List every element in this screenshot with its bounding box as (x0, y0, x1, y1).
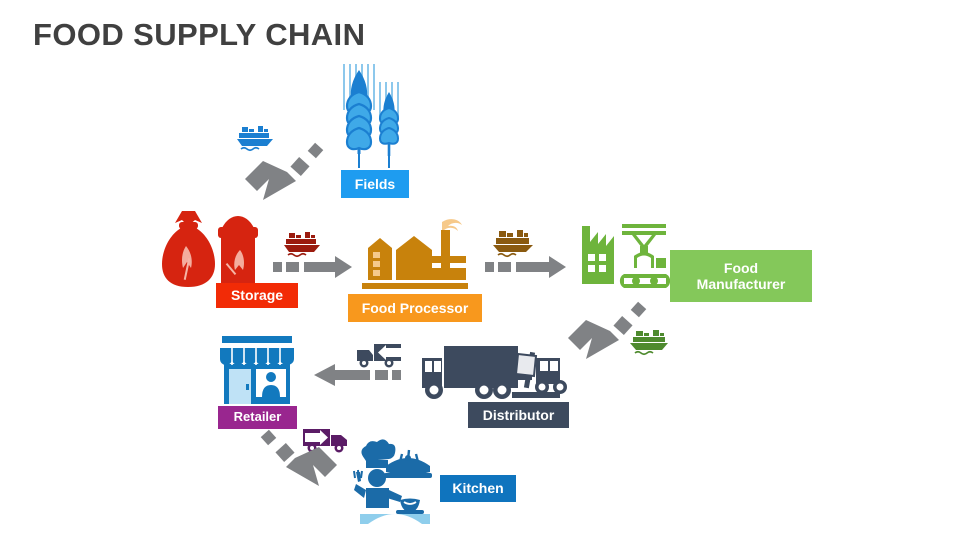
flow-arrow-fields-to-storage (243, 142, 324, 201)
cargo-ship-icon-storage-to-processor (283, 232, 323, 258)
flow-arrow-storage-to-processor (273, 256, 353, 278)
stage-label-food-manufacturer[interactable]: Food Manufacturer (670, 250, 812, 302)
stage-label-storage[interactable]: Storage (216, 283, 298, 308)
wheat-stalks-icon (337, 62, 409, 174)
page-title: FOOD SUPPLY CHAIN (33, 17, 366, 52)
grain-sacks-icon (160, 208, 260, 290)
delivery-truck-icon-distributor-to-retailer (355, 342, 403, 368)
cargo-ship-icon-fields-to-storage (236, 126, 276, 152)
factory-robot-arm-icon (580, 222, 671, 290)
flow-arrow-processor-to-manufacturer (485, 256, 567, 278)
truck-forklift-icon (420, 338, 572, 402)
chef-icon (353, 439, 436, 524)
flow-arrow-retailer-to-kitchen (260, 429, 342, 492)
stage-label-distributor[interactable]: Distributor (468, 402, 569, 428)
manufacturer-label-line1: Food (723, 259, 759, 276)
delivery-truck-icon-retailer-to-kitchen (301, 427, 349, 453)
stage-label-food-processor[interactable]: Food Processor (348, 294, 482, 322)
stage-label-fields[interactable]: Fields (341, 170, 409, 198)
flow-arrow-distributor-to-retailer (313, 364, 401, 386)
cargo-ship-icon-processor-to-manufacturer (492, 230, 536, 258)
cargo-ship-icon-manufacturer-to-distributor (629, 330, 671, 356)
manufacturer-label-line2: Manufacturer (696, 276, 786, 292)
storefront-icon (216, 336, 298, 408)
flow-arrow-manufacturer-to-distributor (565, 301, 647, 360)
stage-label-kitchen[interactable]: Kitchen (440, 475, 516, 502)
stage-label-retailer[interactable]: Retailer (218, 406, 297, 429)
factory-icon (358, 216, 472, 294)
